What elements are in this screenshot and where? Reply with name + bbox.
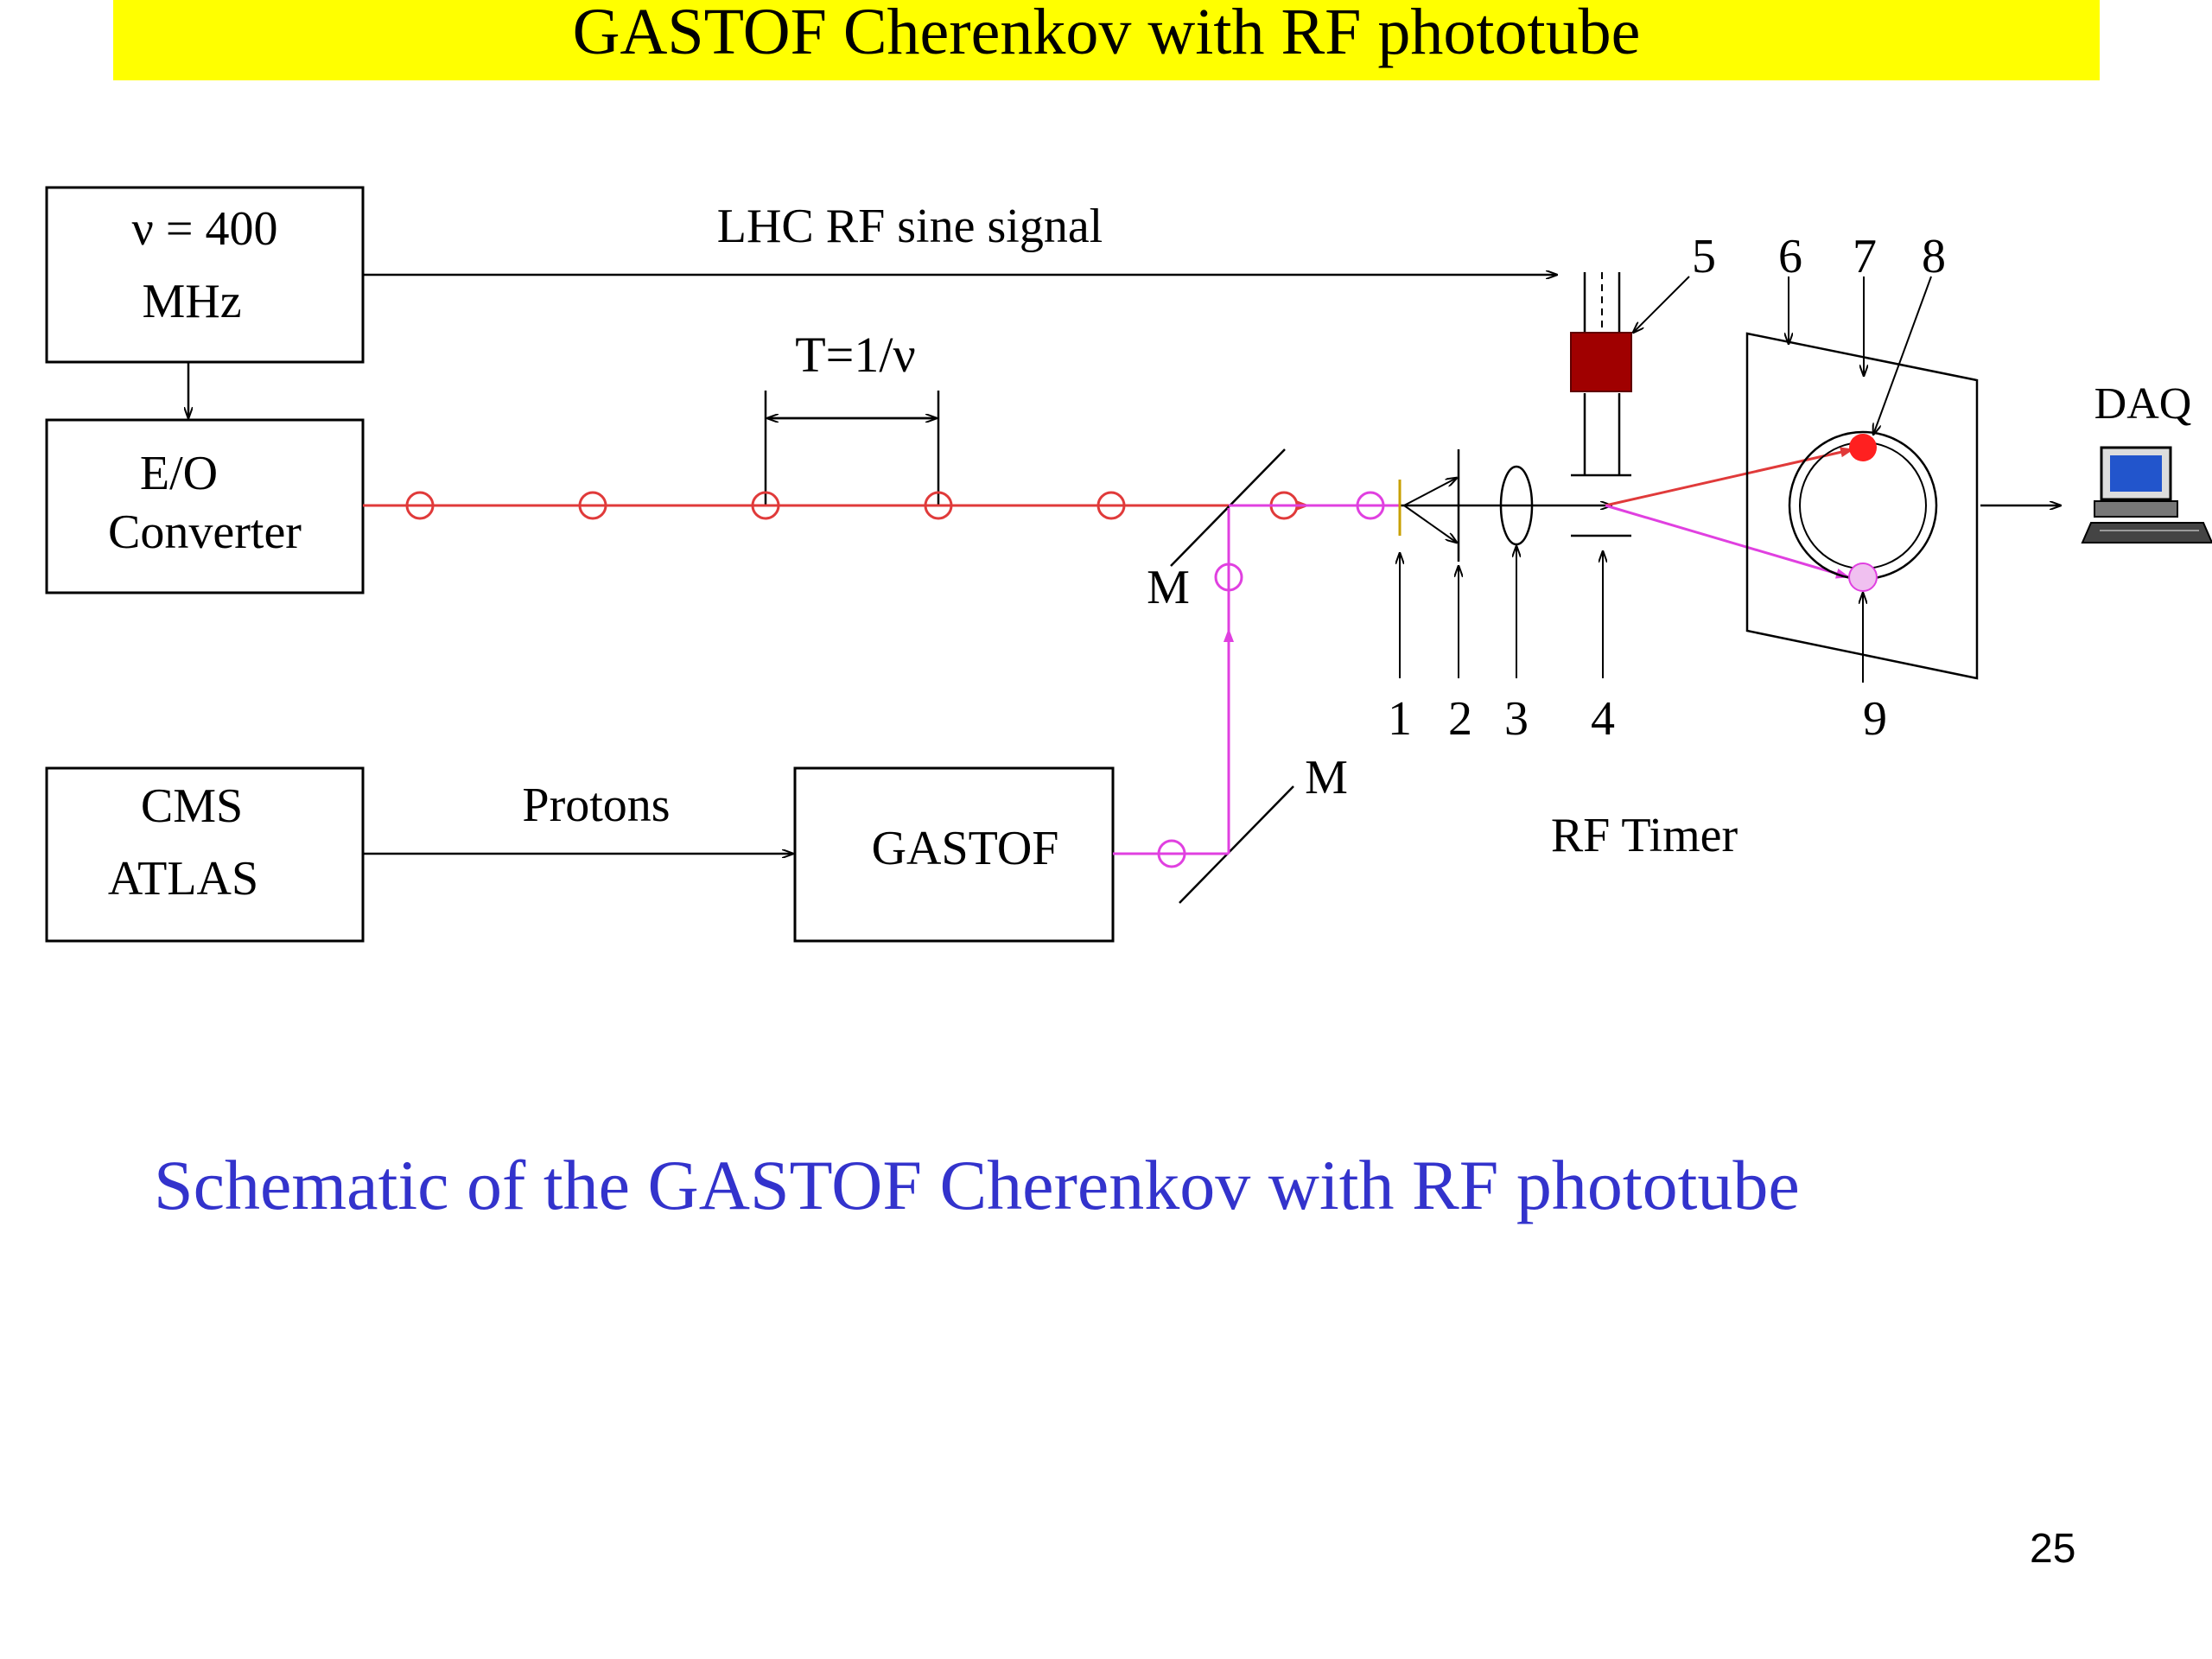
laser-pulse xyxy=(924,491,953,520)
period-label: T=1/ν xyxy=(795,327,915,383)
component-number-5: 5 xyxy=(1692,230,1716,283)
cms-line1: CMS xyxy=(141,779,243,833)
laser-pulse xyxy=(1096,491,1126,520)
eo-line2: Converter xyxy=(108,505,302,559)
cms-line2: ATLAS xyxy=(108,852,258,906)
component-number-4: 4 xyxy=(1591,692,1615,746)
cherenkov-light-path xyxy=(1113,491,1400,868)
page-number: 25 xyxy=(2030,1526,2076,1572)
cherenkov-pulse xyxy=(1157,839,1186,868)
component-number-6: 6 xyxy=(1778,230,1802,283)
component-9-magenta-spot xyxy=(1848,563,1878,592)
component-6-screen xyxy=(1745,332,1979,680)
deflected-ray-magenta xyxy=(1605,504,1850,579)
rf-source-line2: MHz xyxy=(142,275,241,328)
rf-signal-label: LHC RF sine signal xyxy=(717,200,1103,253)
mirror-upper xyxy=(1170,448,1286,567)
component-5-rf-cavity xyxy=(1570,332,1632,392)
component-number-2: 2 xyxy=(1448,692,1472,746)
component-number-8: 8 xyxy=(1922,230,1946,283)
eo-line1: E/O xyxy=(140,447,218,500)
component-4-deflector xyxy=(1571,272,1631,537)
cherenkov-pulse xyxy=(1356,491,1385,520)
component-number-7: 7 xyxy=(1853,230,1877,283)
protons-label: Protons xyxy=(522,779,670,832)
component-number-9: 9 xyxy=(1863,692,1887,746)
eo-converter-box: E/O Converter xyxy=(45,418,365,594)
laser-pulse-train xyxy=(363,491,1310,520)
slide-caption: Schematic of the GASTOF Cherenkov with R… xyxy=(154,1146,1800,1224)
component-number-3: 3 xyxy=(1504,692,1529,746)
cherenkov-pulse xyxy=(1214,563,1243,592)
gastof-label: GASTOF xyxy=(872,822,1059,875)
component-number-1: 1 xyxy=(1388,692,1412,746)
computer-icon xyxy=(2081,446,2212,543)
rf-source-box: ν = 400 MHz xyxy=(45,186,365,364)
daq-label: DAQ xyxy=(2094,379,2192,429)
rf-timer-label: RF Timer xyxy=(1551,809,1738,862)
title-bar: GASTOF Cherenkov with RF phototube xyxy=(113,0,2100,80)
period-marker: T=1/ν xyxy=(764,327,940,505)
gastof-box: GASTOF xyxy=(793,766,1115,943)
slide-title: GASTOF Cherenkov with RF phototube xyxy=(572,0,1641,68)
cms-atlas-box: CMS ATLAS xyxy=(45,766,365,943)
laser-pulse xyxy=(578,491,607,520)
component-number-pointers xyxy=(1400,276,1932,683)
mirror-upper-label: M xyxy=(1147,561,1190,614)
component-3-lens xyxy=(1499,465,1534,546)
component-8-red-spot xyxy=(1849,434,1877,461)
laser-pulse xyxy=(405,491,435,520)
laser-pulse xyxy=(751,491,780,520)
mirror-lower xyxy=(1179,785,1294,904)
deflected-ray-red xyxy=(1605,447,1854,507)
component-2-aperture xyxy=(1403,449,1460,562)
rf-source-line1: ν = 400 xyxy=(132,202,278,256)
mirror-lower-label: M xyxy=(1305,751,1348,804)
